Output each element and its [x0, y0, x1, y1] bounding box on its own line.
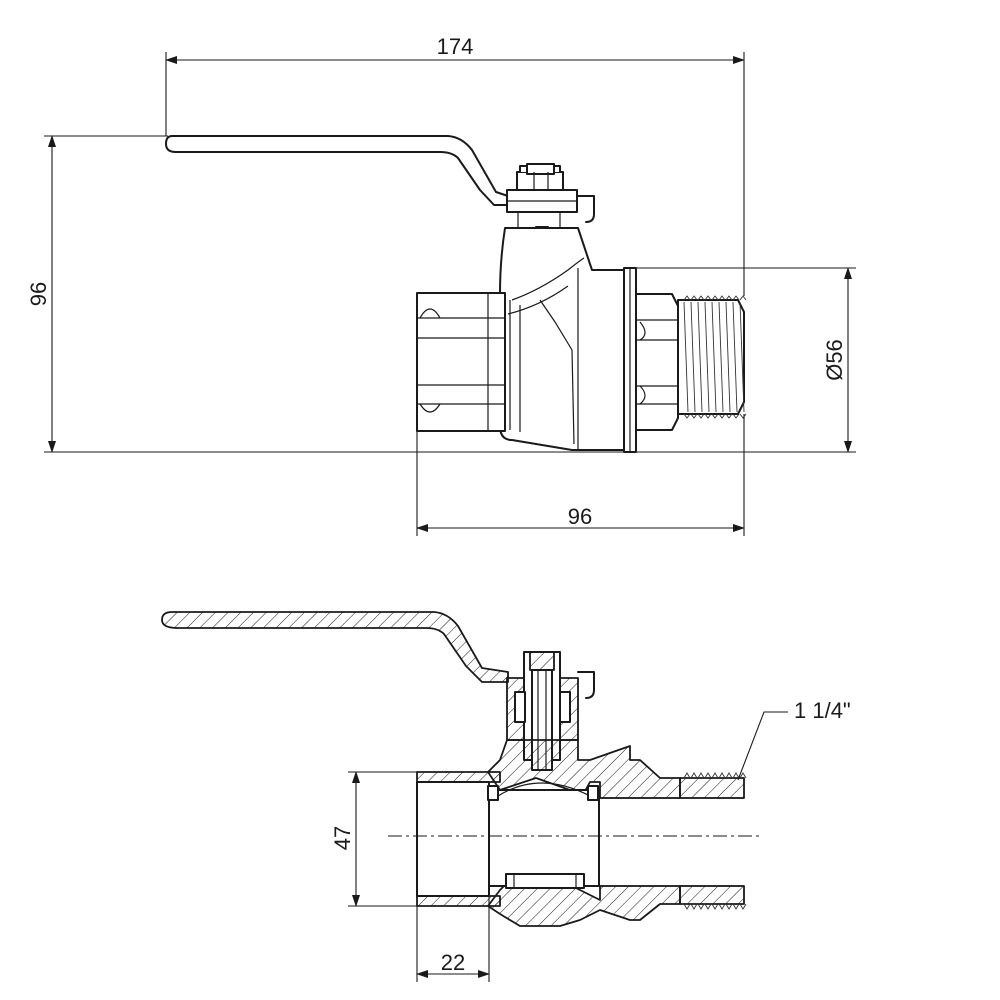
side-view	[165, 135, 747, 453]
section-handle	[161, 611, 509, 683]
section-view	[161, 611, 760, 927]
dim-overall-height: 96	[26, 282, 51, 306]
dim-thread-depth: 22	[441, 950, 465, 975]
dim-diameter: Ø56	[822, 339, 847, 381]
valve-body	[499, 227, 629, 451]
dim-bore: 47	[330, 826, 355, 850]
dim-overall-length: 174	[437, 34, 474, 59]
male-thread	[677, 295, 747, 419]
left-hex-end	[416, 292, 506, 432]
handle-lever	[165, 135, 509, 206]
section-dimensions: 47 22 1 1/4"	[330, 698, 851, 982]
top-dimensions: 174 96 96 Ø56	[26, 34, 856, 536]
dim-thread-size: 1 1/4"	[794, 698, 851, 723]
dim-body-length: 96	[568, 504, 592, 529]
right-hex-nut	[635, 293, 679, 431]
